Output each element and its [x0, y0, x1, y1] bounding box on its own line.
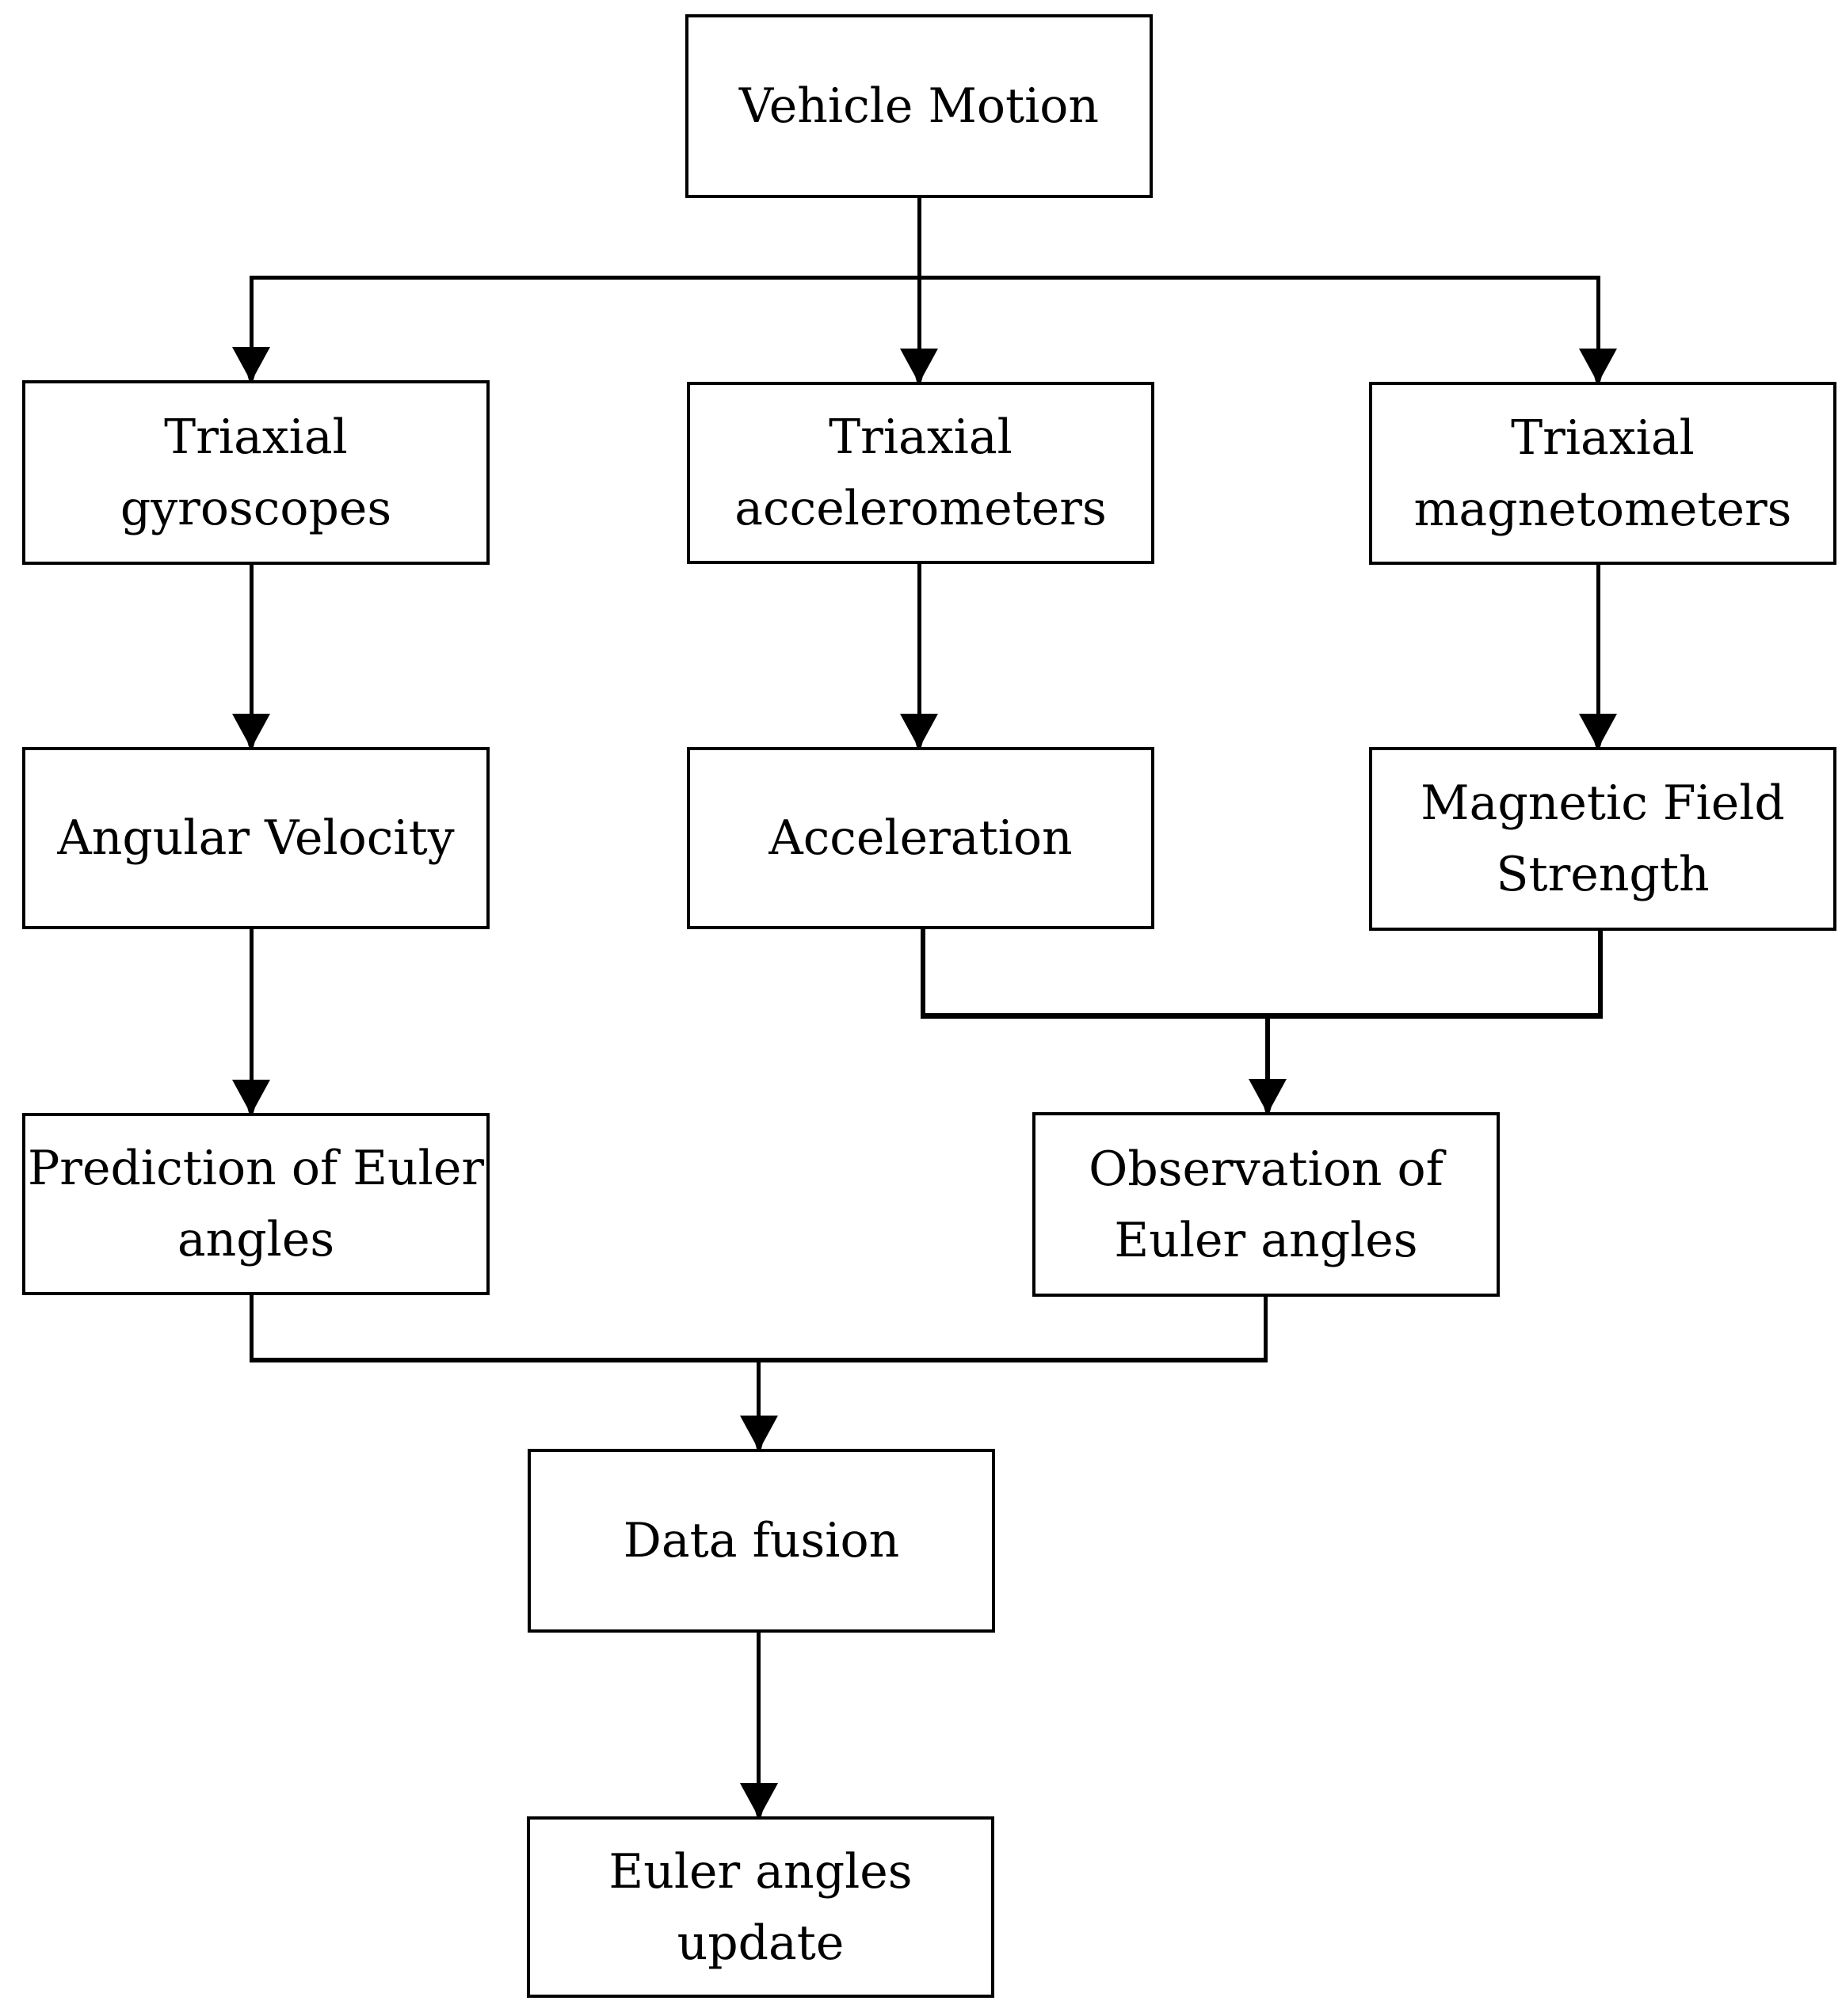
node-angular-velocity-label: Angular Velocity — [57, 810, 455, 866]
arrow-to-data-fusion — [740, 1416, 778, 1449]
node-euler-angles-update: Euler angles update — [527, 1816, 994, 1998]
arrow-to-triaxial-accelerometers — [900, 349, 938, 382]
arrow-to-prediction — [232, 1080, 270, 1113]
node-triaxial-gyroscopes: Triaxial gyroscopes — [22, 380, 490, 565]
node-magnetic-field-strength-label: Magnetic Field Strength — [1421, 776, 1785, 902]
arrow-to-triaxial-gyroscopes — [232, 347, 270, 380]
connector-branch-right-stem — [1596, 277, 1600, 353]
connector-angular-velocity-stem — [250, 929, 254, 1081]
arrow-to-observation — [1249, 1079, 1287, 1112]
connector-magnetometers-stem — [1596, 565, 1600, 715]
node-triaxial-accelerometers-label: Triaxial accelerometers — [734, 410, 1107, 536]
node-observation-of-euler-angles-label: Observation of Euler angles — [1089, 1141, 1443, 1268]
node-vehicle-motion-label: Vehicle Motion — [738, 78, 1100, 134]
arrow-to-angular-velocity — [232, 714, 270, 747]
connector-branch-left-stem — [250, 277, 254, 353]
connector-accelerometers-stem — [917, 564, 921, 715]
node-euler-angles-update-label: Euler angles update — [608, 1843, 913, 1971]
connector-data-fusion-stem — [757, 1361, 761, 1417]
arrow-to-magnetic-field-strength — [1579, 714, 1617, 747]
connector-update-stem — [757, 1633, 761, 1785]
node-triaxial-magnetometers: Triaxial magnetometers — [1369, 382, 1836, 565]
node-acceleration-label: Acceleration — [768, 810, 1073, 866]
connector-vehicle-motion-stem — [917, 198, 921, 353]
connector-gyroscopes-stem — [250, 565, 254, 715]
node-prediction-of-euler-angles: Prediction of Euler angles — [22, 1113, 490, 1295]
node-data-fusion: Data fusion — [528, 1449, 995, 1633]
node-acceleration: Acceleration — [687, 747, 1154, 929]
node-triaxial-magnetometers-label: Triaxial magnetometers — [1413, 410, 1792, 537]
arrow-to-euler-update — [740, 1783, 778, 1816]
node-triaxial-gyroscopes-label: Triaxial gyroscopes — [120, 409, 392, 536]
connector-merge-line-fusion — [250, 1358, 1268, 1362]
connector-observation-stem — [1265, 1016, 1270, 1080]
node-triaxial-accelerometers: Triaxial accelerometers — [687, 382, 1154, 564]
connector-magnetic-drop — [1598, 931, 1603, 1016]
connector-observation-drop — [1264, 1297, 1268, 1361]
node-magnetic-field-strength: Magnetic Field Strength — [1369, 747, 1836, 931]
node-prediction-of-euler-angles-label: Prediction of Euler angles — [27, 1141, 485, 1267]
node-data-fusion-label: Data fusion — [623, 1513, 900, 1568]
connector-merge-line-observation — [921, 1013, 1603, 1019]
node-observation-of-euler-angles: Observation of Euler angles — [1032, 1112, 1500, 1297]
connector-acceleration-drop — [921, 929, 925, 1016]
connector-distribution-line — [250, 276, 1600, 280]
node-vehicle-motion: Vehicle Motion — [685, 14, 1153, 198]
node-angular-velocity: Angular Velocity — [22, 747, 490, 929]
arrow-to-acceleration — [900, 714, 938, 747]
connector-prediction-drop — [250, 1295, 254, 1361]
arrow-to-triaxial-magnetometers — [1579, 349, 1617, 382]
